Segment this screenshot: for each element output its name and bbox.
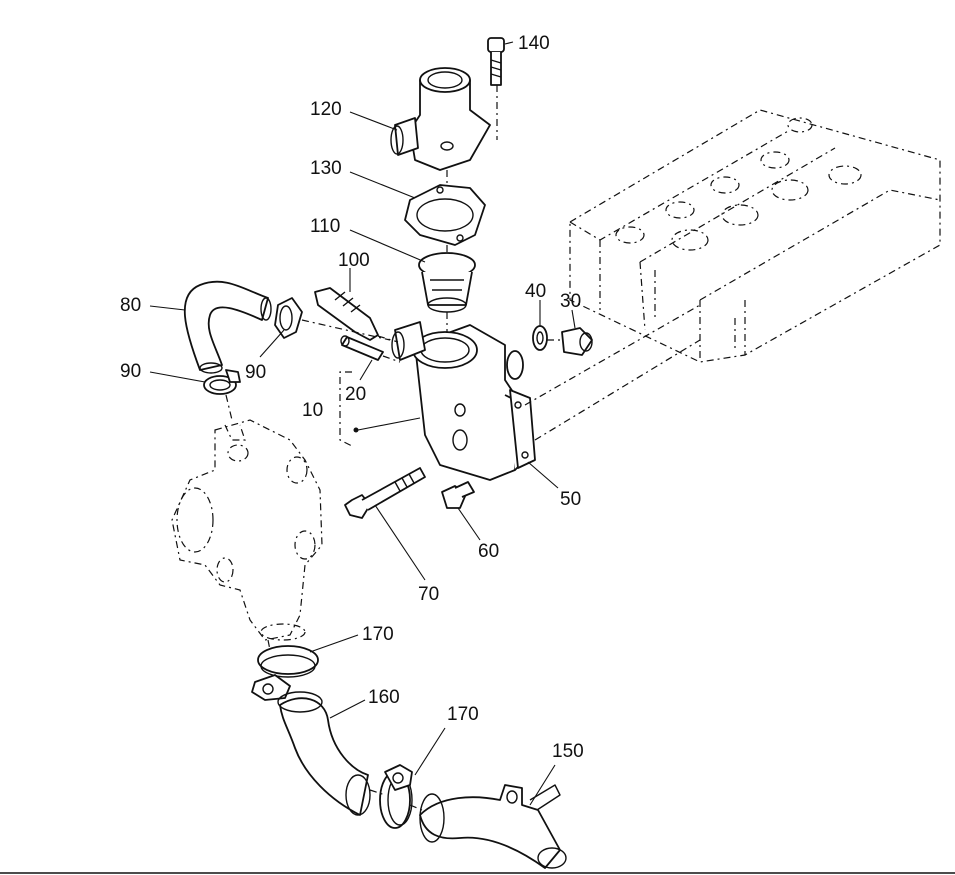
label-80: 80 (120, 295, 141, 316)
water-pipe-150 (419, 784, 567, 869)
label-140: 140 (518, 33, 550, 54)
thermostat-110 (418, 252, 476, 313)
label-40: 40 (525, 281, 546, 302)
thermostat-cover-120 (390, 67, 491, 171)
hose-clamp-170-lower (379, 764, 413, 829)
part-labels: 140 120 130 110 100 80 90 90 20 10 40 30… (120, 33, 584, 762)
label-170-lower: 170 (447, 704, 479, 725)
gasket-130 (404, 184, 486, 246)
group-bracket-10 (339, 371, 421, 447)
washer-40 (532, 325, 548, 351)
hose-clamp-90-upper (274, 297, 303, 339)
thermostat-housing (391, 321, 531, 481)
label-160: 160 (368, 687, 400, 708)
temperature-sensor-100 (314, 287, 379, 341)
label-170-upper: 170 (362, 624, 394, 645)
hose-clamp-90-lower (203, 369, 241, 395)
water-hose-160 (277, 691, 371, 816)
label-110: 110 (310, 216, 340, 237)
bolt-140 (487, 37, 505, 86)
label-100: 100 (338, 250, 370, 271)
bolt-70 (344, 467, 426, 519)
pipe-20 (340, 335, 384, 361)
label-50: 50 (560, 489, 581, 510)
plug-30 (561, 327, 593, 356)
label-70: 70 (418, 584, 439, 605)
leader-lines (149, 41, 576, 806)
label-120: 120 (310, 99, 342, 120)
label-10: 10 (302, 400, 323, 421)
water-pump (171, 419, 323, 641)
drain-plug-60 (441, 481, 475, 509)
label-30: 30 (560, 291, 581, 312)
gasket-50 (509, 389, 536, 469)
hose-clamp-170-upper (251, 645, 319, 701)
cylinder-head (569, 109, 941, 363)
bypass-hose-80 (183, 280, 272, 374)
assembly-lines (225, 85, 701, 811)
label-150: 150 (552, 741, 584, 762)
label-130: 130 (310, 158, 342, 179)
label-60: 60 (478, 541, 499, 562)
label-20: 20 (345, 384, 366, 405)
label-90-left: 90 (120, 361, 141, 382)
label-90-right: 90 (245, 362, 266, 383)
